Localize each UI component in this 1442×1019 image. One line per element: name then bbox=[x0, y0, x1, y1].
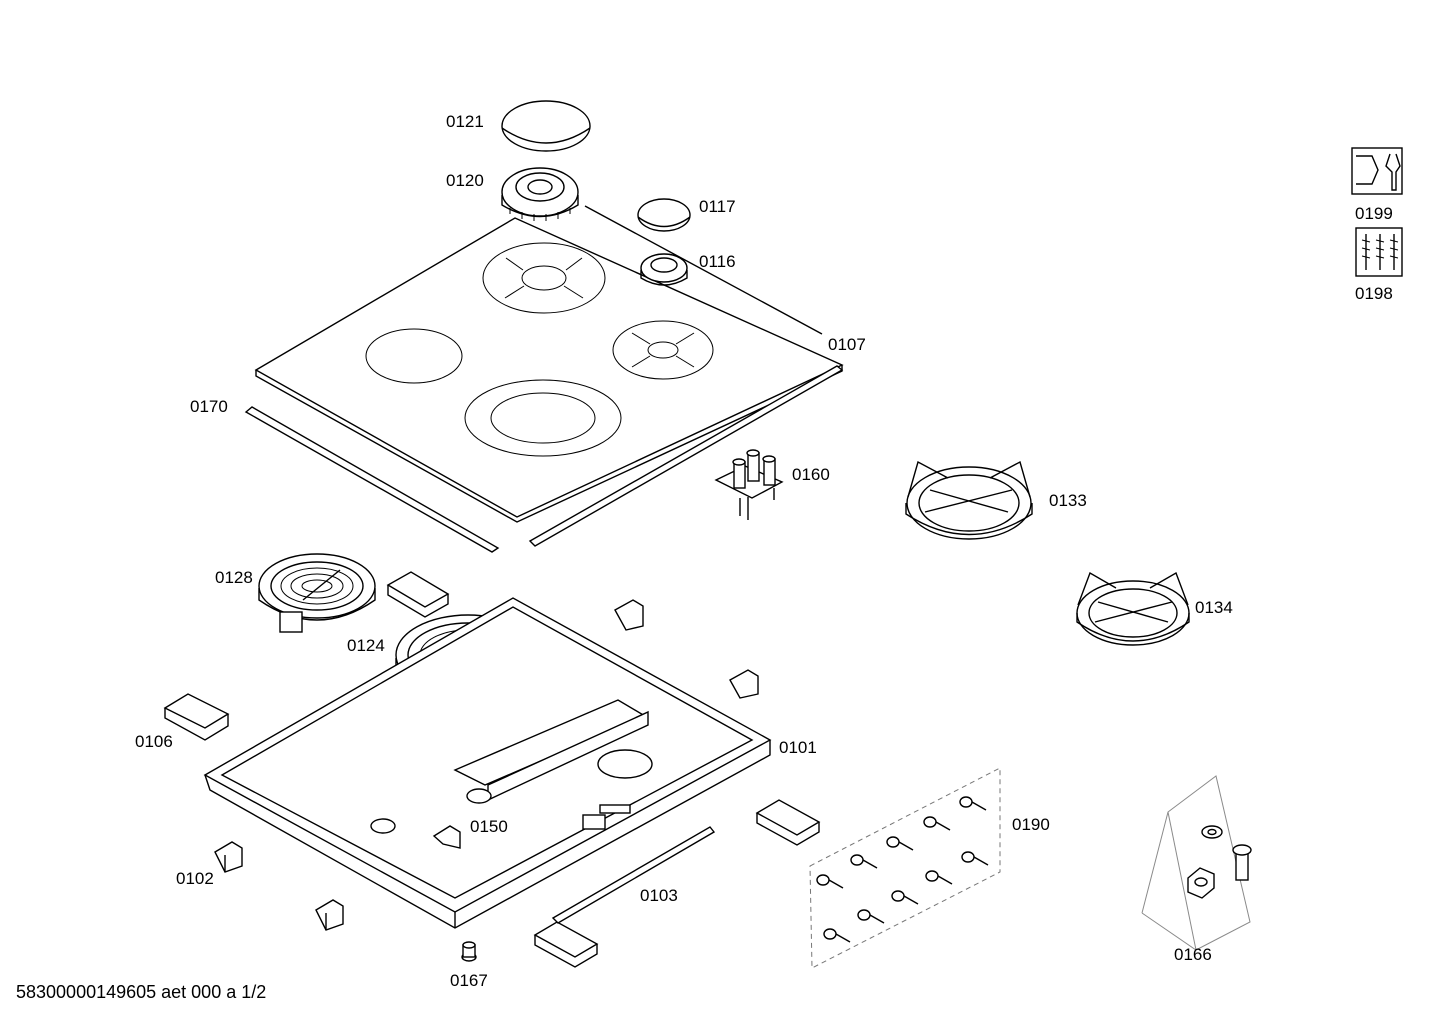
pan-support-small bbox=[1076, 571, 1190, 646]
seal-strip-0107 bbox=[528, 365, 844, 547]
screw-set-0190 bbox=[809, 767, 1001, 969]
label-part-0116: 0116 bbox=[699, 252, 736, 271]
seal-strip-0103 bbox=[551, 826, 716, 924]
bracket-0150 bbox=[432, 825, 461, 849]
label-part-0166: 0166 bbox=[1174, 945, 1212, 964]
bracket-lower bbox=[315, 899, 344, 931]
label-part-0134: 0134 bbox=[1195, 598, 1233, 617]
housing-tray bbox=[203, 597, 772, 929]
pan-support-large bbox=[905, 460, 1033, 540]
seal-strip-0170 bbox=[244, 406, 500, 553]
label-part-0103: 0103 bbox=[640, 886, 678, 905]
label-part-0160: 0160 bbox=[792, 465, 830, 484]
label-part-0128: 0128 bbox=[215, 568, 253, 587]
label-part-0117: 0117 bbox=[699, 197, 736, 216]
clip-0106 bbox=[163, 693, 230, 741]
clip-upper bbox=[386, 571, 450, 618]
label-part-0120: 0120 bbox=[446, 171, 484, 190]
label-part-0106: 0106 bbox=[135, 732, 173, 751]
foot-0167 bbox=[461, 941, 477, 962]
burner-cap-large bbox=[501, 100, 591, 152]
cooktop-plate bbox=[254, 217, 844, 523]
label-part-0198: 0198 bbox=[1355, 284, 1393, 303]
burner-cap-small bbox=[637, 198, 691, 232]
clip-right bbox=[755, 799, 821, 846]
label-part-0102: 0102 bbox=[176, 869, 214, 888]
bracket-right bbox=[729, 669, 759, 699]
label-part-0167: 0167 bbox=[450, 971, 488, 990]
document-id: 58300000149605 aet 000 a 1/2 bbox=[16, 982, 267, 1002]
terminal-block bbox=[714, 449, 784, 520]
label-part-0190: 0190 bbox=[1012, 815, 1050, 834]
bracket-upper-right bbox=[614, 599, 644, 631]
label-part-0124: 0124 bbox=[347, 636, 385, 655]
burner-crown-small bbox=[640, 253, 688, 286]
fastener-bag-0166 bbox=[1141, 775, 1252, 951]
radiant-heater-small bbox=[258, 553, 376, 633]
wrench-nut-icon bbox=[1351, 147, 1403, 195]
screws-icon bbox=[1355, 227, 1403, 277]
label-part-0150: 0150 bbox=[470, 817, 508, 836]
clip-bottom bbox=[533, 921, 599, 968]
label-part-0133: 0133 bbox=[1049, 491, 1087, 510]
bracket-0102 bbox=[214, 841, 243, 873]
burner-crown-large bbox=[501, 167, 579, 221]
label-part-0107: 0107 bbox=[828, 335, 866, 354]
label-part-0199: 0199 bbox=[1355, 204, 1393, 223]
label-part-0170: 0170 bbox=[190, 397, 228, 416]
label-part-0101: 0101 bbox=[779, 738, 817, 757]
label-part-0121: 0121 bbox=[446, 112, 484, 131]
